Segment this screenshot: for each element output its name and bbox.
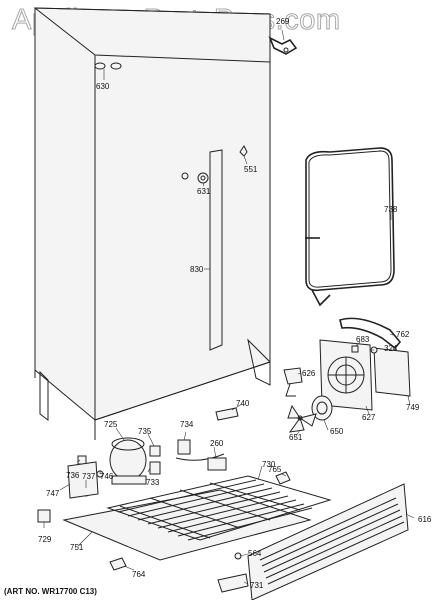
callout-729: 729 <box>38 535 52 544</box>
compressor-725 <box>109 437 147 485</box>
refrigerator-cabinet <box>33 7 271 440</box>
clip-683 <box>351 345 359 353</box>
callout-733: 733 <box>146 478 160 487</box>
fan-motor-650 <box>311 395 333 421</box>
fan-shroud-627 <box>319 339 373 411</box>
callout-651: 651 <box>289 433 303 442</box>
plug-630 <box>94 62 122 70</box>
relay-735 <box>149 445 161 457</box>
cover-749 <box>373 347 411 397</box>
callout-735: 735 <box>138 427 152 436</box>
fan-blade-651 <box>287 404 317 433</box>
grille-616 <box>247 483 409 600</box>
thermostat-626 <box>283 367 303 397</box>
callout-751: 751 <box>70 543 84 552</box>
callout-764: 764 <box>132 570 146 579</box>
hinge-765 <box>275 471 291 485</box>
callout-738: 738 <box>384 205 398 214</box>
plug-729 <box>37 509 51 523</box>
clip-764 <box>109 557 127 571</box>
callout-616: 616 <box>418 515 432 524</box>
callout-564: 564 <box>248 549 262 558</box>
bracket-740 <box>215 407 239 421</box>
callout-736: 736 <box>66 471 80 480</box>
callout-830: 830 <box>190 265 204 274</box>
callout-324: 324 <box>384 344 398 353</box>
wire-harness-260 <box>175 453 227 471</box>
tube-736 <box>77 455 87 465</box>
capacitor-734 <box>177 439 191 455</box>
callout-740: 740 <box>236 399 250 408</box>
callout-725: 725 <box>104 420 118 429</box>
hinge-clip-269 <box>268 36 298 55</box>
callout-746: 746 <box>100 472 114 481</box>
bracket-747 <box>67 461 99 499</box>
callout-734: 734 <box>180 420 194 429</box>
callout-631: 631 <box>197 187 211 196</box>
callout-747: 747 <box>46 489 60 498</box>
bracket-731 <box>217 573 249 593</box>
part-callouts: 269 630 551 631 738 830 762 683 324 626 … <box>38 17 432 590</box>
callout-737: 737 <box>82 472 96 481</box>
callout-730: 730 <box>262 460 276 469</box>
callout-260: 260 <box>210 439 224 448</box>
callout-627: 627 <box>362 413 376 422</box>
callout-630: 630 <box>96 82 110 91</box>
callout-551: 551 <box>244 165 258 174</box>
callout-626: 626 <box>302 369 316 378</box>
callout-749: 749 <box>406 403 420 412</box>
callout-650: 650 <box>330 427 344 436</box>
overload-733 <box>149 461 161 475</box>
callout-731: 731 <box>250 581 264 590</box>
callout-762: 762 <box>396 330 410 339</box>
callout-765: 765 <box>268 465 282 474</box>
callout-683: 683 <box>356 335 370 344</box>
leader-lines <box>43 29 415 585</box>
condenser-coil-730 <box>106 475 332 541</box>
art-number-caption: (ART NO. WR17700 C13) <box>4 587 97 596</box>
grommet-631 <box>197 172 209 184</box>
callout-269: 269 <box>276 17 290 26</box>
duct-762 <box>339 317 402 350</box>
heater-loop-738 <box>305 147 395 307</box>
screw-551 <box>239 145 248 157</box>
